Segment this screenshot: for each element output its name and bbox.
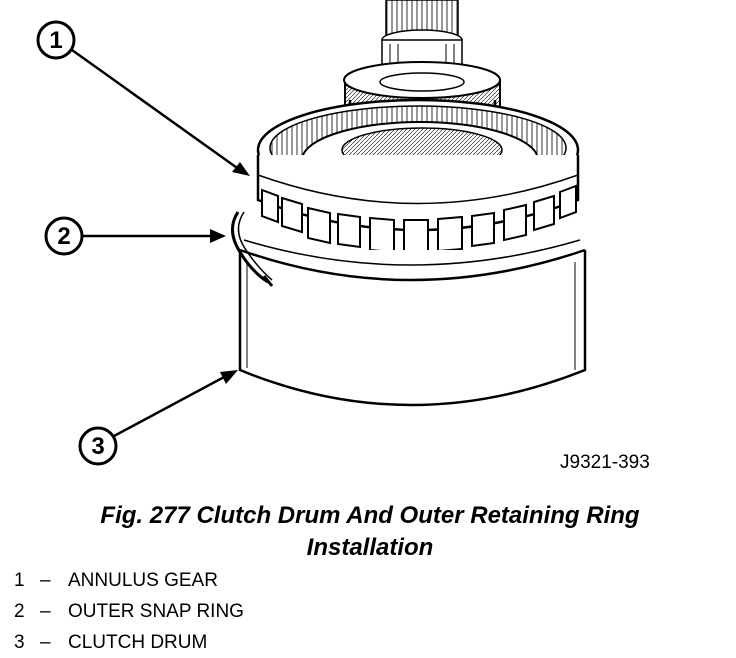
gear-teeth [261,184,577,254]
clutch-drum-illustration: 1 2 3 [36,0,587,466]
legend-label: OUTER SNAP RING [68,601,244,622]
figure-id: J9321-393 [560,452,650,473]
legend-label: CLUTCH DRUM [68,632,208,653]
legend-number: 3 [14,632,25,653]
outer-snap-ring [231,211,274,287]
legend-number: 1 [14,570,25,591]
legend-dash: – [40,632,51,653]
figure-caption: Fig. 277 Clutch Drum And Outer Retaining… [20,500,720,564]
legend-dash: – [40,570,51,591]
legend-item: 1–ANNULUS GEAR [14,565,434,596]
callout-2: 2 [44,216,226,256]
caption-line-2: Installation [306,534,434,561]
legend-item: 3–CLUTCH DRUM [14,627,434,658]
annulus-gear [256,98,580,232]
legend-item: 2–OUTER SNAP RING [14,596,434,627]
callout-3: 3 [78,370,238,466]
caption-line-1: Fig. 277 Clutch Drum And Outer Retaining… [100,502,640,529]
callout-1-label: 1 [49,27,62,54]
callout-1: 1 [36,20,250,176]
legend-label: ANNULUS GEAR [68,570,218,591]
legend: 1–ANNULUS GEAR 2–OUTER SNAP RING 3–CLUTC… [14,565,434,658]
legend-number: 2 [14,601,25,622]
clutch-drum [238,239,587,407]
callout-2-label: 2 [57,223,70,250]
callout-3-label: 3 [91,433,104,460]
legend-dash: – [40,601,51,622]
